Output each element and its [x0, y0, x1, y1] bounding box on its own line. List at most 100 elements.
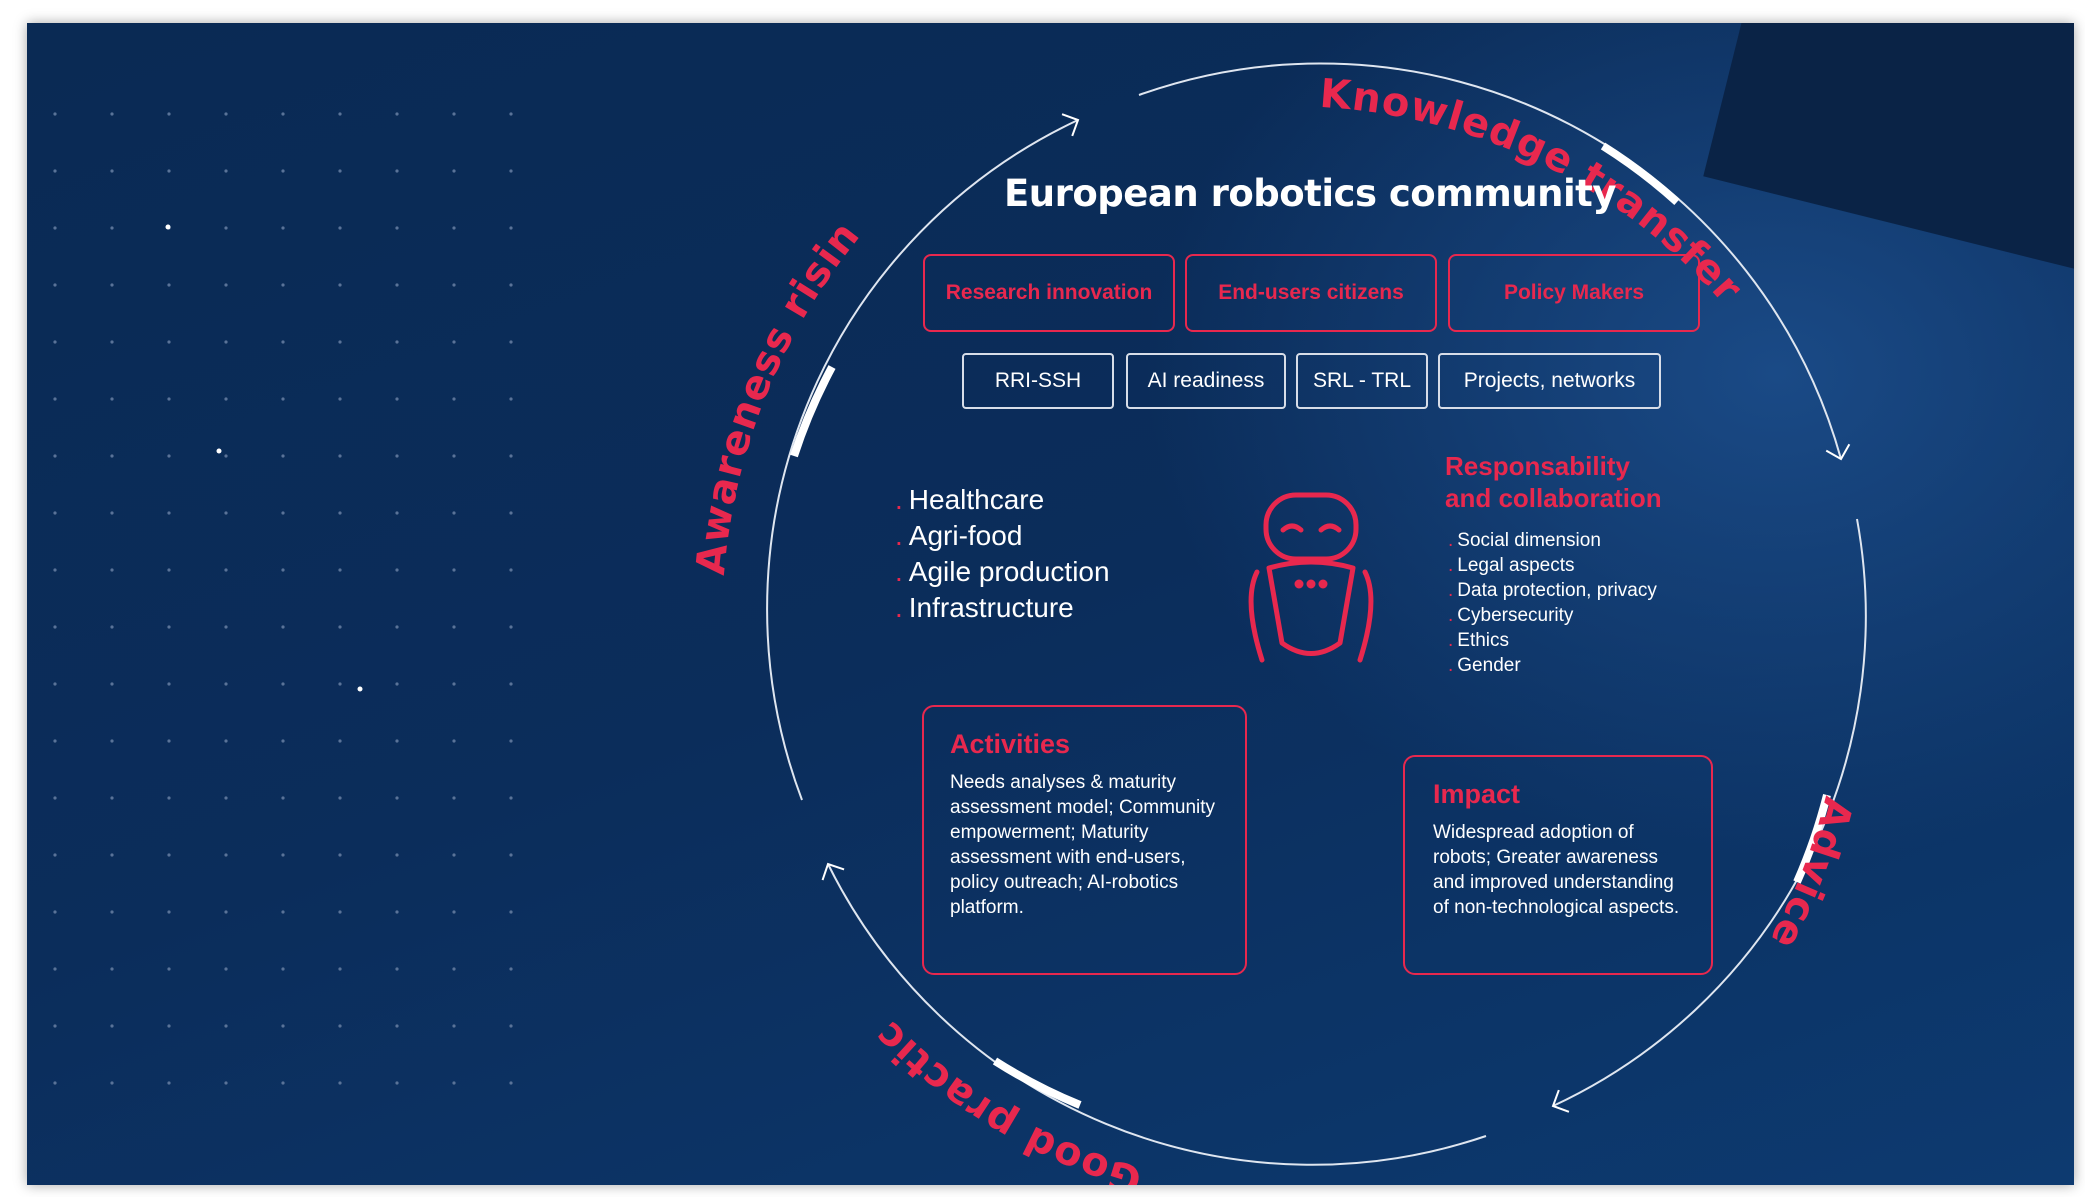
grid-dot — [509, 112, 513, 116]
grid-dot — [53, 226, 57, 230]
grid-dot — [224, 397, 228, 401]
grid-dot — [338, 226, 342, 230]
grid-dot — [395, 910, 399, 914]
grid-dot — [110, 511, 114, 515]
grid-dot — [110, 112, 114, 116]
star-dot — [165, 224, 171, 230]
bullet-mark: . — [1448, 580, 1454, 601]
grid-dot — [452, 112, 456, 116]
activities-body: Needs analyses & maturity assessment mod… — [950, 772, 1216, 918]
grid-dot — [338, 340, 342, 344]
grid-dot — [224, 568, 228, 572]
grid-dot — [338, 967, 342, 971]
impact-box: Impact Widespread adoption of robots; Gr… — [1403, 755, 1713, 975]
grid-dot — [224, 682, 228, 686]
responsibility-gender: Gender — [1457, 655, 1521, 676]
grid-dot — [167, 169, 171, 173]
grid-dot — [110, 169, 114, 173]
grid-dot — [338, 1081, 342, 1085]
grid-dot — [452, 397, 456, 401]
bullet-mark: . — [1448, 655, 1454, 676]
bullet-mark: . — [895, 592, 903, 623]
grid-dot — [281, 1024, 285, 1028]
grid-dot — [224, 454, 228, 458]
grid-dot — [395, 112, 399, 116]
grid-dot — [509, 739, 513, 743]
grid-dot — [167, 454, 171, 458]
robot-icon — [1248, 492, 1374, 663]
responsibility-item: .Ethics — [1448, 628, 1657, 653]
grid-dot — [509, 169, 513, 173]
grid-dot — [509, 340, 513, 344]
grid-dot — [53, 967, 57, 971]
tag-rri-ssh: RRI-SSH — [962, 353, 1114, 409]
impact-title: Impact — [1433, 779, 1521, 809]
grid-dot — [509, 511, 513, 515]
grid-dot — [224, 169, 228, 173]
grid-dot — [224, 739, 228, 743]
grid-dot — [167, 967, 171, 971]
grid-dot — [395, 340, 399, 344]
stakeholder-end-users-citizens: End-users citizens — [1185, 254, 1437, 332]
grid-dot — [281, 1081, 285, 1085]
grid-dot — [167, 112, 171, 116]
grid-dot — [167, 283, 171, 287]
grid-dot — [452, 1024, 456, 1028]
grid-dot — [509, 910, 513, 914]
grid-dot — [53, 625, 57, 629]
grid-dot — [509, 682, 513, 686]
activities-box: Activities Needs analyses & maturity ass… — [922, 705, 1247, 975]
grid-dot — [338, 1024, 342, 1028]
grid-dot — [509, 967, 513, 971]
responsibility-legal-aspects: Legal aspects — [1457, 555, 1575, 576]
grid-dot — [395, 853, 399, 857]
grid-dot — [509, 454, 513, 458]
responsibility-item: .Social dimension — [1448, 528, 1657, 553]
grid-dot — [281, 226, 285, 230]
grid-dot — [224, 796, 228, 800]
grid-dot — [509, 796, 513, 800]
grid-dot — [53, 340, 57, 344]
grid-dot — [110, 739, 114, 743]
grid-dot — [167, 910, 171, 914]
grid-dot — [395, 739, 399, 743]
responsibility-title-line-2: and collaboration — [1445, 483, 1662, 513]
diagram-title: European robotics community — [1004, 172, 1616, 215]
grid-dot — [110, 853, 114, 857]
grid-dot — [281, 739, 285, 743]
grid-dot — [53, 910, 57, 914]
grid-dot — [110, 226, 114, 230]
grid-dot — [53, 682, 57, 686]
grid-dot — [167, 1081, 171, 1085]
grid-dot — [281, 682, 285, 686]
bullet-mark: . — [1448, 555, 1454, 576]
tag-ai-readiness: AI readiness — [1126, 353, 1286, 409]
grid-dot — [452, 625, 456, 629]
activities-title: Activities — [950, 729, 1071, 759]
grid-dot — [338, 568, 342, 572]
grid-dot — [53, 511, 57, 515]
grid-dot — [53, 853, 57, 857]
grid-dot — [224, 910, 228, 914]
grid-dot — [281, 283, 285, 287]
grid-dot — [395, 169, 399, 173]
grid-dot — [110, 967, 114, 971]
grid-dot — [509, 283, 513, 287]
grid-dot — [338, 169, 342, 173]
grid-dot — [338, 739, 342, 743]
grid-dot — [53, 397, 57, 401]
grid-dot — [224, 1024, 228, 1028]
grid-dot — [509, 568, 513, 572]
grid-dot — [281, 511, 285, 515]
grid-dot — [338, 397, 342, 401]
grid-dot — [395, 967, 399, 971]
sector-list: .Healthcare .Agri-food .Agile production… — [895, 482, 1110, 626]
responsibility-data-protection: Data protection, privacy — [1457, 580, 1657, 601]
responsibility-item: .Gender — [1448, 653, 1657, 678]
grid-dot — [281, 568, 285, 572]
grid-dot — [224, 853, 228, 857]
grid-dot — [224, 625, 228, 629]
grid-dot — [53, 739, 57, 743]
grid-dot — [452, 796, 456, 800]
cycle-diagram: Knowledge transfer Advice Good practices… — [27, 23, 1867, 1185]
